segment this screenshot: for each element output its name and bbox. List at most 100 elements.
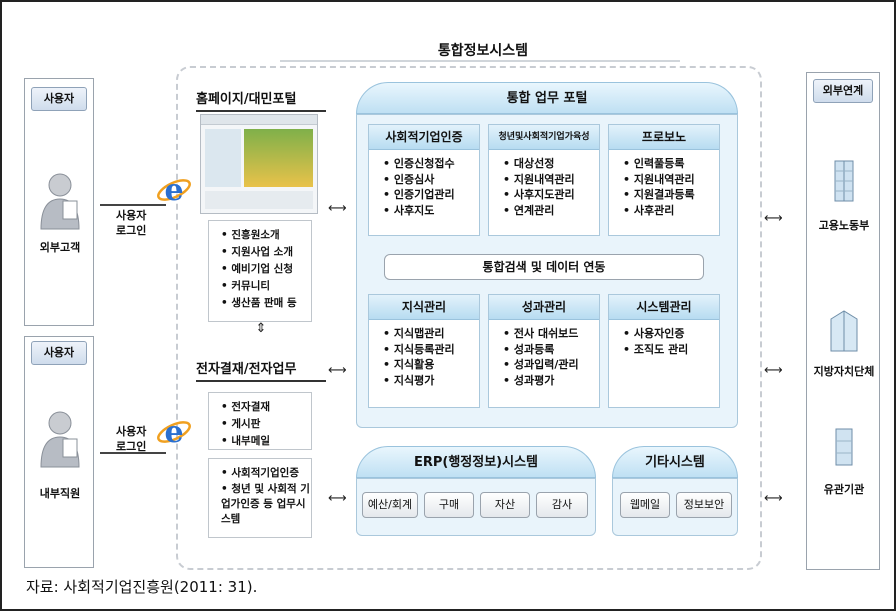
homepage-screenshot-image [200, 114, 318, 214]
approval-title-rule [196, 380, 326, 382]
external-link-arrow: ⟷ [764, 491, 783, 506]
person-icon [40, 173, 80, 230]
erp-asset-button[interactable]: 자산 [480, 492, 530, 518]
svg-text:e: e [164, 415, 183, 450]
source-caption: 자료: 사회적기업진흥원(2011: 31). [26, 578, 258, 596]
portal-link-arrow: ⟷ [328, 201, 347, 216]
menu-item[interactable]: 전자결재 [221, 399, 311, 416]
vertical-link-arrow: ⇕ [255, 321, 267, 336]
external-login-label: 사용자 로그인 [116, 208, 156, 238]
browser-e-icon: e [157, 415, 191, 450]
internal-user-panel: 사용자 내부직원 [24, 336, 94, 568]
card-item[interactable]: 인력풀등록 [623, 156, 719, 172]
login-text-line2: 로그인 [116, 440, 147, 453]
card-item[interactable]: 사후관리 [623, 203, 719, 219]
homepage-menu-list: 진흥원소개 지원사업 소개 예비기업 신청 커뮤니티 생산품 판매 등 [208, 220, 312, 322]
card-item[interactable]: 인증기업관리 [383, 187, 479, 203]
internal-staff-label: 내부직원 [39, 487, 81, 500]
menu-item[interactable]: 커뮤니티 [221, 278, 311, 295]
etc-webmail-button[interactable]: 웹메일 [620, 492, 670, 518]
menu-item[interactable]: 예비기업 신청 [221, 261, 311, 278]
external-local-gov-label: 지방자치단체 [813, 365, 875, 378]
card-item[interactable]: 인증심사 [383, 172, 479, 188]
card-performance-mgmt: 성과관리 전사 대쉬보드 성과등록 성과입력/관리 성과평가 [488, 294, 600, 408]
approval-list-1: 전자결재 게시판 내부메일 [208, 392, 312, 450]
erp-audit-button[interactable]: 감사 [536, 492, 588, 518]
card-item[interactable]: 사후지도 [383, 203, 479, 219]
card-item[interactable]: 지원결과등록 [623, 187, 719, 203]
external-user-panel: 사용자 외부고객 [24, 78, 94, 326]
card-item[interactable]: 인증신청접수 [383, 156, 479, 172]
system-title: 통합정보시스템 [437, 43, 529, 59]
browser-e-icon: e [157, 173, 191, 208]
svg-text:e: e [164, 173, 183, 208]
etc-security-button[interactable]: 정보보안 [676, 492, 732, 518]
menu-item[interactable]: 지원사업 소개 [221, 244, 311, 261]
card-item[interactable]: 전사 대쉬보드 [503, 326, 599, 342]
person-icon [40, 411, 80, 468]
erp-link-arrow: ⟷ [328, 491, 347, 506]
card-system-mgmt: 시스템관리 사용자인증 조직도 관리 [608, 294, 720, 408]
external-ministry-label: 고용노동부 [818, 219, 870, 232]
internal-login-label: 사용자 로그인 [116, 424, 156, 454]
card-item[interactable]: 지식활용 [383, 357, 479, 373]
card-item[interactable]: 성과평가 [503, 373, 599, 389]
card-probono: 프로보노 인력풀등록 지원내역관리 지원결과등록 사후관리 [608, 124, 720, 236]
card-item[interactable]: 성과등록 [503, 342, 599, 358]
login-line-internal [100, 452, 166, 454]
approval-title: 전자결재/전자업무 [196, 362, 297, 377]
card-social-enterprise-cert: 사회적기업인증 인증신청접수 인증심사 인증기업관리 사후지도 [368, 124, 480, 236]
login-text-line1: 사용자 [116, 209, 147, 222]
login-text-line1: 사용자 [116, 425, 147, 438]
card-youth-entrepreneur: 청년및사회적기업가육성 대상선정 지원내역관리 사후지도관리 연계관리 [488, 124, 600, 236]
external-link-arrow: ⟷ [764, 211, 783, 226]
card-item[interactable]: 사후지도관리 [503, 187, 599, 203]
integrated-search-bar[interactable]: 통합검색 및 데이터 연동 [384, 254, 704, 280]
building-icon [835, 428, 853, 466]
card-title: 시스템관리 [609, 295, 719, 320]
approval-link-arrow: ⟷ [328, 363, 347, 378]
internal-user-header: 사용자 [31, 341, 87, 365]
external-related-org-label: 유관기관 [823, 483, 865, 496]
card-title: 지식관리 [369, 295, 479, 320]
login-text-line2: 로그인 [116, 224, 147, 237]
card-item[interactable]: 성과입력/관리 [503, 357, 599, 373]
card-item[interactable]: 연계관리 [503, 203, 599, 219]
integrated-system-container [176, 66, 762, 570]
card-item[interactable]: 대상선정 [503, 156, 599, 172]
card-item[interactable]: 지식평가 [383, 373, 479, 389]
portal-title: 통합 업무 포털 [356, 82, 738, 114]
erp-budget-button[interactable]: 예산/회계 [362, 492, 418, 518]
menu-item[interactable]: 진흥원소개 [221, 227, 311, 244]
homepage-title: 홈페이지/대민포털 [196, 92, 297, 107]
card-item[interactable]: 지식등록관리 [383, 342, 479, 358]
external-user-header: 사용자 [31, 87, 87, 111]
menu-item[interactable]: 내부메일 [221, 433, 311, 450]
card-item[interactable]: 지원내역관리 [503, 172, 599, 188]
card-knowledge-mgmt: 지식관리 지식맵관리 지식등록관리 지식활용 지식평가 [368, 294, 480, 408]
external-link-header: 외부연계 [813, 79, 873, 103]
login-line-external [100, 204, 166, 206]
card-title: 프로보노 [609, 125, 719, 150]
erp-title: ERP(행정정보)시스템 [356, 446, 596, 478]
menu-item[interactable]: 생산품 판매 등 [221, 295, 311, 312]
card-title: 사회적기업인증 [369, 125, 479, 150]
card-title: 성과관리 [489, 295, 599, 320]
title-rule [280, 60, 680, 62]
card-title: 청년및사회적기업가육성 [489, 125, 599, 150]
external-link-arrow: ⟷ [764, 363, 783, 378]
etc-title: 기타시스템 [612, 446, 738, 478]
card-item[interactable]: 지식맵관리 [383, 326, 479, 342]
approval-list-2: 사회적기업인증 청년 및 사회적 기업가인증 등 업무시스템 [208, 458, 312, 538]
erp-purchase-button[interactable]: 구매 [424, 492, 474, 518]
homepage-title-rule [196, 110, 326, 112]
menu-item[interactable]: 청년 및 사회적 기업가인증 등 업무시스템 [221, 482, 311, 527]
menu-item[interactable]: 사회적기업인증 [221, 465, 311, 482]
menu-item[interactable]: 게시판 [221, 416, 311, 433]
card-item[interactable]: 지원내역관리 [623, 172, 719, 188]
card-item[interactable]: 사용자인증 [623, 326, 719, 342]
card-item[interactable]: 조직도 관리 [623, 342, 719, 358]
external-link-panel: 외부연계 고용노동부 지방자치단체 유관기관 [806, 72, 880, 570]
building-icon [830, 310, 858, 352]
